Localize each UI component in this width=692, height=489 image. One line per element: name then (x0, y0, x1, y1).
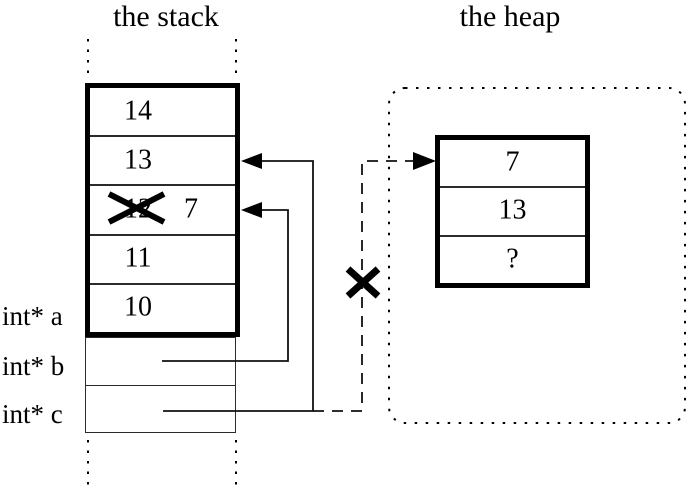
stack-cell-row-crossed-out: 12 7 (90, 186, 235, 236)
stack-cell-old-value: 12 (124, 193, 152, 225)
stack-cell-value: 13 (124, 144, 152, 176)
arrowhead-left-icon (241, 153, 262, 169)
variable-label-a: int* a (2, 301, 63, 331)
heap-cell-value: ? (506, 243, 519, 275)
stack-cell-row: 14 (90, 88, 235, 138)
stack-pointer-cell-b (86, 338, 235, 386)
stack-cell-row: 11 (90, 236, 235, 285)
heap-cell-value: 13 (498, 194, 527, 226)
stack-title: the stack (113, 0, 219, 33)
stack-cell-row: 10 (90, 285, 235, 332)
stack-cell-new-value: 7 (184, 193, 198, 225)
heap-cell-value: 7 (505, 146, 520, 178)
heap-cell-row: 13 (440, 188, 585, 237)
cross-out-heap-pointer-icon (345, 266, 381, 299)
stack-cell-value: 11 (124, 242, 152, 274)
heap-cell-row: ? (440, 237, 585, 283)
stack-cell-value: 10 (124, 291, 152, 323)
stack-cell-row: 13 (90, 137, 235, 187)
stack-cell-value: 14 (124, 95, 152, 127)
variable-label-c: int* c (2, 399, 63, 429)
variable-label-b: int* b (2, 351, 65, 381)
stack-pointer-cells-box (85, 337, 236, 433)
stack-pointer-cell-c (86, 386, 235, 433)
dangling-heap-pointer-dashed-arrow (313, 152, 436, 412)
arrowhead-right-icon (413, 152, 436, 170)
arrowhead-left-icon (241, 202, 262, 218)
heap-memory-box: 7 13 ? (435, 135, 590, 288)
heap-title: the heap (459, 0, 561, 33)
stack-memory-box: 14 13 12 7 11 10 (85, 83, 240, 337)
heap-cell-row: 7 (440, 140, 585, 189)
